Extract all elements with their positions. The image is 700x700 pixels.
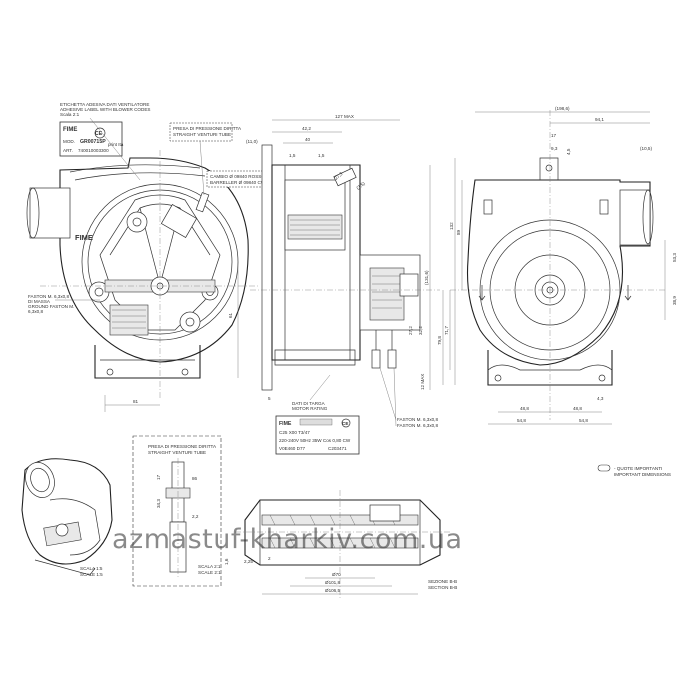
label-box: FIME MOD. GR00715P ART. 740010003300 CE …: [59, 102, 150, 181]
dim-27: 27,2: [408, 326, 413, 335]
important-note: - QUOTE IMPORTANTI IMPORTANT DIMENSIONS: [597, 464, 671, 477]
dim-86: 86: [192, 476, 198, 481]
iso-scale-it: SCALA 1:5: [80, 566, 103, 571]
dim-d106-5: Ø106,5: [325, 588, 341, 593]
label-print: print Ita: [108, 142, 124, 147]
pressure-note-it: PRESA DI PRESSIONE DIRITTA: [173, 126, 242, 131]
faston-note-1: FASTON M. 6,3x0,8: [28, 294, 69, 299]
shell-note-it: CAMBIO Ø 09840 ROSSO: [210, 174, 265, 179]
dim-2-25: 2,25: [244, 559, 253, 564]
note-label-en: ADHESIVE LABEL WITH BLOWER CODES: [60, 107, 150, 112]
dim-131-6: (131,6): [424, 270, 429, 285]
dim-79-8: 79,8: [437, 336, 442, 345]
dim-12: 12 MAX: [420, 374, 425, 390]
dim-5: 5: [268, 396, 271, 401]
detail-scale-en: SCALE 2:1: [198, 570, 221, 575]
plate-ce: CE: [342, 421, 348, 426]
pressure-note-en: STRAIGHT VENTURI TUBE: [173, 132, 231, 137]
detail-pressure-en: STRAIGHT VENTURI TUBE: [148, 450, 206, 455]
dim-54-8a: 54,8: [517, 418, 526, 423]
dim-1-5b: 1,5: [318, 153, 325, 158]
plate-serial: C203471: [328, 446, 347, 451]
plate-rating: 220-240V 50Hz 35W Cos 0,80 CW: [279, 438, 351, 443]
dim-89: 89: [456, 229, 461, 235]
dim-34-3: 34,3: [156, 499, 161, 508]
section-label-it: SEZIONE B-B: [428, 579, 457, 584]
dim-1-5a: 1,5: [289, 153, 296, 158]
dim-2-2: 2,2: [192, 514, 199, 519]
label-brand: FIME: [63, 127, 77, 133]
shell-note-en: BARRELLER Ø 09840 CW: [210, 180, 266, 185]
dim-1-6: 1,6: [224, 558, 229, 565]
dim-61: 61: [228, 312, 233, 318]
plate-brand: FIME: [279, 421, 292, 427]
ce-mark: CE: [95, 131, 103, 137]
dim-54-8b: 54,8: [579, 418, 588, 423]
dim-d101-8: Ø101,8: [325, 580, 341, 585]
dim-17: 17: [551, 133, 557, 138]
side-view: 127 MAX 42,2 40 1,5 1,5 (11,0) (131,6) 3…: [246, 114, 440, 401]
iso-scale-en: SCALE 1:5: [80, 572, 103, 577]
pressure-note: PRESA DI PRESSIONE DIRITTA STRAIGHT VENT…: [169, 122, 242, 196]
label-art: ART.: [63, 148, 73, 153]
important-dims-en: IMPORTANT DIMENSIONS: [614, 472, 671, 477]
dim-9-3: 9,3: [551, 146, 558, 151]
label-mod: MOD.: [63, 139, 75, 144]
plate-codes: V0E460 D77: [279, 446, 305, 451]
dim-53-3: 53,3: [672, 253, 677, 262]
dim-198-6: (198,6): [555, 106, 570, 111]
dim-127: 127 MAX: [335, 114, 354, 119]
note-label-it: ETICHETTA ADESIVA DATI VENTILATORE: [60, 102, 149, 107]
detail-pressure-it: PRESA DI PRESSIONE DIRITTA: [148, 444, 217, 449]
faston-note-top: FASTON M. 6,3x0,8 DI MASSA GROUND FASTON…: [28, 294, 100, 314]
svg-text:FIME: FIME: [75, 233, 93, 242]
label-mod-value: GR00715P: [80, 139, 106, 145]
faston-note-2: DI MASSA: [28, 299, 51, 304]
motor-plate: FIME CE C25 X00 T3/47 220-240V 50Hz 35W …: [275, 415, 360, 455]
rear-view: (198,6) 94,1 17 9,3 4,5 (10,5) 132 89 79…: [437, 106, 677, 425]
dim-48-8a: 48,8: [520, 406, 529, 411]
section-view: Ø70 Ø101,8 Ø106,5 1,6 2,25 2 SEZIONE B-B…: [224, 490, 457, 600]
faston-note-bot1: FASTON M. 6,3x0,8: [397, 417, 438, 422]
iso-view: SCALA 1:5 SCALE 1:5: [21, 458, 113, 577]
section-hatching: [269, 514, 396, 549]
dim-4-5: 4,5: [566, 148, 571, 155]
dim-132: 132: [449, 222, 454, 230]
motor-label-it: DATI DI TARGA: [292, 401, 326, 406]
dim-d70: Ø70: [332, 572, 341, 577]
faston-note-3: GROUND FASTON M.: [28, 304, 74, 309]
dim-17b: 17: [156, 474, 161, 480]
detail-view: PRESA DI PRESSIONE DIRITTA STRAIGHT VENT…: [132, 435, 222, 587]
dim-11: (11,0): [246, 139, 258, 144]
faston-note-4: 6,3x0,8: [28, 309, 44, 314]
front-view: FIME 81 61: [26, 150, 260, 412]
dim-40: 40: [305, 137, 311, 142]
dim-2: 2: [268, 556, 271, 561]
faston-note-bot2: FASTON M. 6,3x0,8: [397, 423, 438, 428]
dim-38-9: 38,9: [672, 296, 677, 305]
watermark: azmastuf-kharkiv.com.ua: [112, 524, 463, 555]
detail-scale-it: SCALA 2:1: [198, 564, 221, 569]
plate-model: C25 X00 T3/47: [279, 430, 310, 435]
note-label-scale: Scala 2:1: [60, 112, 80, 117]
dim-4-3: 4,3: [597, 396, 604, 401]
important-dims: - QUOTE IMPORTANTI: [614, 466, 662, 471]
dim-3-5: (3,5): [355, 181, 366, 191]
dim-27-3: 27,3: [333, 171, 343, 181]
dim-32: 32,2: [418, 326, 423, 335]
motor-label-en: MOTOR RATING: [292, 406, 328, 411]
shell-note: CAMBIO Ø 09840 ROSSO BARRELLER Ø 09840 C…: [206, 170, 266, 188]
dim-42: 42,2: [302, 126, 311, 131]
dim-71-7: 71,7: [444, 326, 449, 335]
dim-81: 81: [133, 399, 139, 404]
motor-notes: DATI DI TARGA MOTOR RATING FASTON M. 6,3…: [292, 367, 438, 428]
dim-94-1: 94,1: [595, 117, 604, 122]
label-art-value: 740010003300: [78, 148, 109, 153]
dim-48-8b: 48,8: [573, 406, 582, 411]
section-label-en: SECTION B-B: [428, 585, 457, 590]
dim-10-5: (10,5): [640, 146, 652, 151]
